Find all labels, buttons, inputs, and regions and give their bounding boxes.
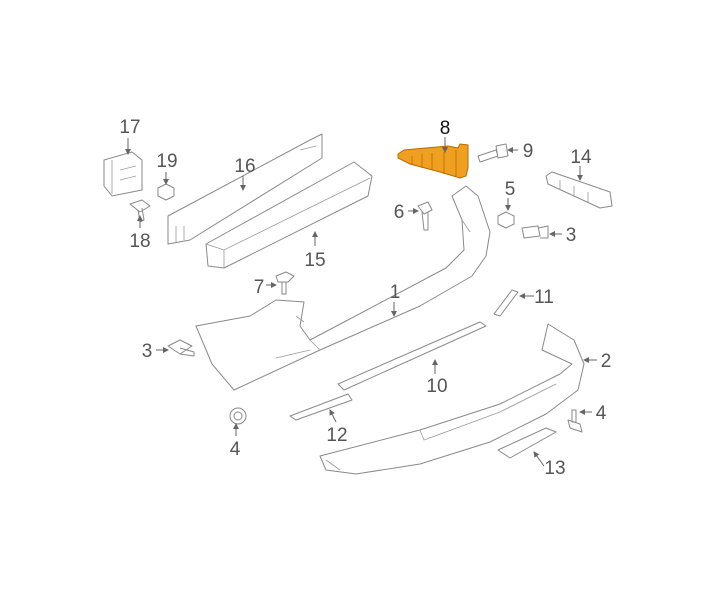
part-9-bolt[interactable] (477, 143, 509, 163)
callout-16[interactable]: 16 (234, 156, 255, 177)
callout-8[interactable]: 8 (440, 118, 451, 139)
part-4-clip-left[interactable] (229, 407, 247, 425)
part-19-nut[interactable] (157, 183, 175, 201)
part-10-molding[interactable] (337, 321, 487, 391)
callout-19[interactable]: 19 (156, 151, 177, 172)
callout-14[interactable]: 14 (570, 147, 592, 168)
part-3-bolt-left[interactable] (167, 339, 195, 357)
callout-17[interactable]: 17 (119, 117, 140, 138)
callout-15[interactable]: 15 (304, 250, 325, 271)
part-3-bolt-right[interactable] (521, 225, 549, 239)
part-7-bolt[interactable] (275, 271, 295, 295)
part-2-lower-cover[interactable] (319, 323, 585, 475)
callout-1[interactable]: 1 (390, 282, 401, 303)
part-8-bracket-highlighted[interactable] (397, 143, 469, 179)
callout-6[interactable]: 6 (394, 202, 405, 223)
part-12-reflector[interactable] (289, 393, 353, 421)
callout-7[interactable]: 7 (254, 277, 265, 298)
callout-4-right[interactable]: 4 (596, 403, 607, 424)
part-11-bracket[interactable] (493, 289, 519, 317)
part-15-absorber[interactable] (205, 161, 373, 269)
callout-13[interactable]: 13 (544, 458, 565, 479)
leader-lines (125, 137, 597, 467)
part-17-bracket[interactable] (103, 151, 143, 197)
callout-18[interactable]: 18 (129, 231, 150, 252)
part-13-skid-plate[interactable] (497, 427, 557, 459)
callout-12[interactable]: 12 (326, 425, 347, 446)
callout-3-left[interactable]: 3 (142, 341, 153, 362)
part-1-bumper-cover[interactable] (195, 185, 491, 391)
callout-11[interactable]: 11 (534, 287, 554, 308)
part-14-bracket[interactable] (545, 171, 613, 209)
callout-9[interactable]: 9 (523, 141, 534, 162)
callout-2[interactable]: 2 (601, 351, 612, 372)
callout-5[interactable]: 5 (505, 179, 516, 200)
part-4-clip-right[interactable] (567, 409, 583, 433)
part-6-bolt[interactable] (417, 201, 433, 231)
callout-10[interactable]: 10 (426, 376, 447, 397)
part-5-clip[interactable] (497, 211, 515, 229)
callout-4-left[interactable]: 4 (230, 439, 241, 460)
callout-3-right[interactable]: 3 (566, 225, 577, 246)
